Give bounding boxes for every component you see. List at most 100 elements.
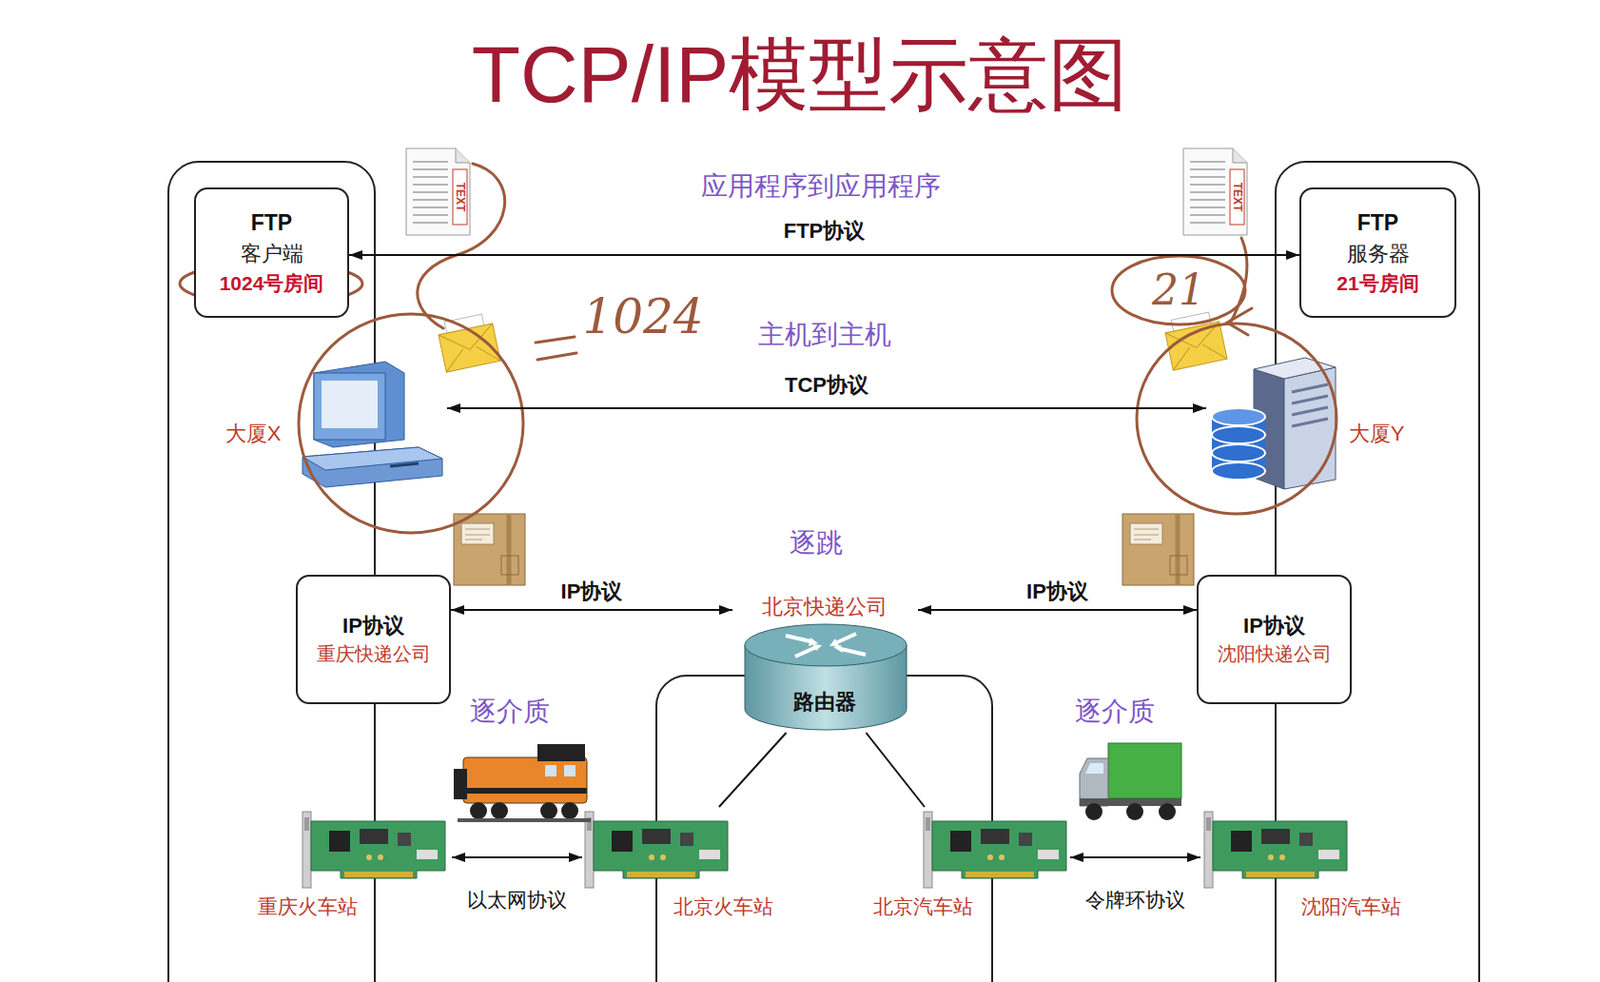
train-icon [537,743,586,761]
handwritten-number: 21 [1151,265,1206,316]
train-icon [463,787,587,794]
document-tag: TEXT [1231,182,1244,213]
handwritten-mark [417,163,506,329]
handwritten-number: 1024 [582,288,703,346]
handwritten-mark [535,336,577,360]
computer-icon [302,447,443,470]
illustration [585,811,728,888]
protocol-link [349,253,1300,256]
node-label: IP协议 [342,612,405,640]
node-label: 北京汽车站 [871,894,976,919]
node-label: 1024号房间 [219,271,325,296]
truck-icon [1079,742,1182,820]
node-label: 21号房间 [1336,271,1419,296]
server-icon [1291,384,1328,427]
protocol-link [450,608,733,611]
handwritten-mark [1227,308,1252,335]
network-card: 北京火车站 [582,806,790,925]
network-card: 重庆火车站 [237,806,452,925]
train-icon [453,743,591,822]
server-icon [1211,462,1266,480]
illustration [302,811,446,888]
server-icon [1211,408,1266,426]
protocol-link [917,608,1197,611]
train-icon [564,764,576,777]
handwritten-mark [1229,237,1248,324]
edge-label: TCP协议 [781,372,872,398]
layer-caption: 逐介质 [469,695,550,728]
illustration [1183,148,1248,235]
node-label: 重庆火车站 [255,894,360,919]
train-icon [463,757,587,803]
protocol-link [451,856,583,859]
ip-box: IP协议重庆快递公司 [295,574,451,704]
truck-icon [1085,802,1103,820]
protocol-link [1070,856,1201,859]
network-card: 沈阳汽车站 [1200,806,1415,925]
router-icon [744,624,907,730]
edge-label: 令牌环协议 [1082,887,1189,912]
ip-box: IP协议沈阳快递公司 [1196,574,1352,704]
handwritten-mark [298,313,524,533]
truck-icon [1158,802,1176,820]
computer-icon [313,372,386,440]
host-computer: 大厦X [214,356,448,497]
node-label: 大厦X [223,420,284,448]
edge-label: FTP协议 [780,218,869,244]
router-icon [785,633,866,657]
illustration [436,312,502,372]
node-label: 北京火车站 [671,894,776,919]
router: 北京快递公司路由器 [732,587,918,733]
computer-icon [302,447,443,488]
node-label: 路由器 [791,688,859,716]
host-server: 大厦Y [1206,353,1418,495]
application-box: FTP 服务器 21号房间 [1299,187,1457,318]
node-label: 沈阳快递公司 [1217,642,1332,666]
node-label: IP协议 [1243,612,1306,640]
node-label: 北京快递公司 [760,593,890,621]
protocol-link [447,407,1207,410]
train-icon [457,818,591,822]
application-box: FTP客户端1024号房间 [194,187,350,318]
server-icon [1284,367,1336,489]
handwritten-mark [1136,323,1337,514]
node-label: 重庆快递公司 [316,642,431,666]
layer-outline [168,161,1480,982]
handwritten-mark [1112,255,1246,325]
truck-icon [1085,762,1104,774]
edge-label: IP协议 [1023,579,1092,605]
layer-caption: 逐介质 [1074,695,1155,728]
document-tag: TEXT [454,182,467,213]
server-icon [1211,444,1266,462]
illustration [453,513,526,586]
illustration [1204,811,1347,888]
truck-icon [1108,742,1182,799]
train-icon [561,801,579,820]
server-icon [1211,426,1266,444]
train-icon [490,801,508,820]
node-label: FTP [1357,209,1399,237]
train-icon [540,801,558,820]
train-icon [545,764,557,777]
node-label: 服务器 [1346,240,1410,268]
layer-caption: 应用程序到应用程序 [701,170,941,203]
train-icon [453,768,468,800]
computer-icon [302,361,443,488]
node-label: 大厦Y [1346,420,1407,448]
protocol-link [719,732,787,807]
protocol-link [865,732,925,807]
computer-icon [390,463,419,467]
train-icon [469,801,488,820]
server-icon [1211,357,1336,489]
truck-icon [1126,802,1144,820]
edge-label: IP协议 [558,579,626,605]
layer-caption: 主机到主机 [758,318,892,352]
server-icon [1253,357,1336,379]
router-icon [808,637,843,653]
node-label: FTP [251,209,293,237]
computer-icon [313,361,405,448]
